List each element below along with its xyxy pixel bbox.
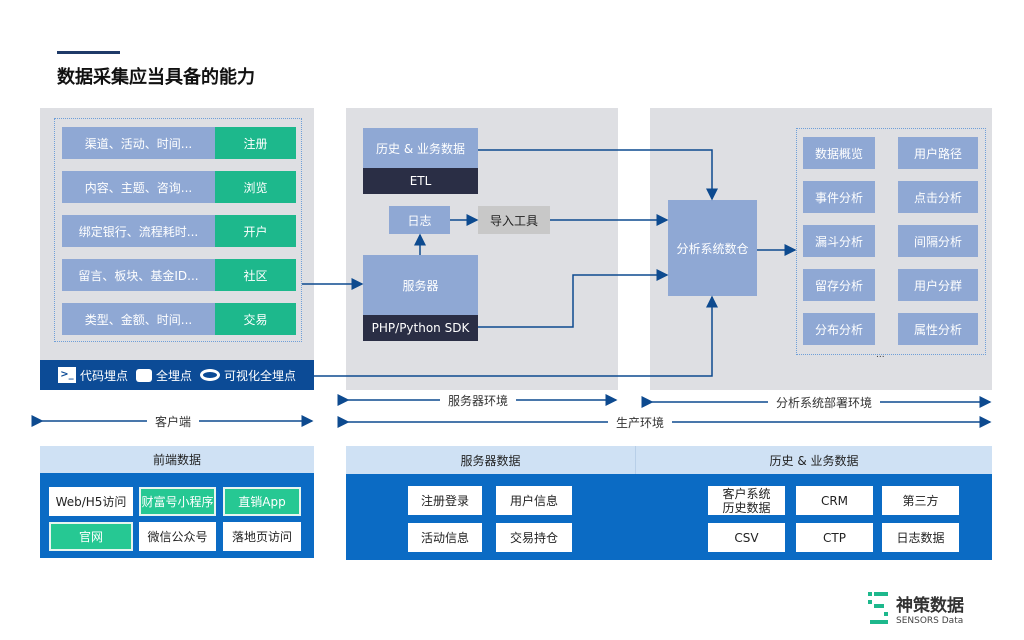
analysis-item: 间隔分析 bbox=[898, 225, 978, 257]
event-tag: 交易 bbox=[215, 303, 296, 335]
tracking-bar: >_ 代码埋点 全埋点 可视化全埋点 bbox=[40, 360, 314, 390]
analysis-item: 用户分群 bbox=[898, 269, 978, 301]
frontend-data-item: 直销App bbox=[223, 487, 301, 516]
server-data-item: 活动信息 bbox=[408, 523, 482, 552]
server-env-label: 服务器环境 bbox=[440, 392, 517, 409]
production-env-label: 生产环境 bbox=[608, 414, 673, 431]
server-data-item: 注册登录 bbox=[408, 486, 482, 515]
analysis-dotted-box bbox=[796, 128, 986, 355]
analysis-item: 留存分析 bbox=[803, 269, 875, 301]
logo-mark-icon bbox=[868, 592, 888, 624]
page-title: 数据采集应当具备的能力 bbox=[57, 67, 255, 88]
frontend-data-item: 官网 bbox=[49, 522, 133, 551]
event-tag: 浏览 bbox=[215, 171, 296, 203]
analysis-item: 数据概览 bbox=[803, 137, 875, 169]
analysis-item: 事件分析 bbox=[803, 181, 875, 213]
code-tracking-label: 代码埋点 bbox=[79, 368, 128, 383]
history-data-item: 日志数据 bbox=[882, 523, 959, 552]
analysis-env-label: 分析系统部署环境 bbox=[768, 394, 881, 411]
analysis-item: 用户路径 bbox=[898, 137, 978, 169]
frontend-data-title: 前端数据 bbox=[40, 446, 314, 473]
sensors-logo: 神策数据 SENSORS Data bbox=[868, 590, 964, 626]
client-dotted-box bbox=[54, 118, 302, 342]
history-data-item: CRM bbox=[796, 486, 873, 515]
code-icon: >_ bbox=[57, 367, 76, 383]
server-data-item: 交易持仓 bbox=[496, 523, 572, 552]
event-attributes-label: 留言、板块、基金ID... bbox=[62, 259, 215, 291]
frontend-data-item: Web/H5访问 bbox=[49, 487, 133, 516]
frontend-data-item: 落地页访问 bbox=[223, 522, 301, 551]
etl-box: ETL bbox=[363, 168, 478, 194]
history-data-item: CTP bbox=[796, 523, 873, 552]
client-env-label: 客户端 bbox=[147, 413, 200, 430]
event-tag: 开户 bbox=[215, 215, 296, 247]
logo-en: SENSORS Data bbox=[896, 615, 964, 626]
eye-icon bbox=[200, 369, 220, 381]
arrow-history-to-warehouse bbox=[478, 149, 718, 201]
frontend-data-item: 微信公众号 bbox=[139, 522, 216, 551]
analysis-item: 点击分析 bbox=[898, 181, 978, 213]
history-data-item: 客户系统 历史数据 bbox=[708, 486, 785, 515]
history-data-box: 历史 & 业务数据 bbox=[363, 128, 478, 168]
history-data-item: CSV bbox=[708, 523, 785, 552]
analysis-item: 分布分析 bbox=[803, 313, 875, 345]
import-tool-box: 导入工具 bbox=[478, 206, 550, 234]
event-attributes-label: 绑定银行、流程耗时... bbox=[62, 215, 215, 247]
event-attributes-label: 类型、金额、时间... bbox=[62, 303, 215, 335]
history-data-item: 第三方 bbox=[882, 486, 959, 515]
arrow-bar-to-warehouse bbox=[314, 295, 718, 377]
server-data-item: 用户信息 bbox=[496, 486, 572, 515]
visual-tracking-label: 可视化全埋点 bbox=[224, 368, 297, 383]
arrow-sdk-to-warehouse bbox=[478, 269, 669, 328]
history-data-title: 历史 & 业务数据 bbox=[769, 453, 859, 468]
more-indicator: ... bbox=[876, 350, 885, 360]
server-box: 服务器 bbox=[363, 255, 478, 315]
logo-cn: 神策数据 bbox=[896, 595, 964, 616]
event-attributes-label: 内容、主题、咨询... bbox=[62, 171, 215, 203]
frontend-data-item: 财富号小程序 bbox=[139, 487, 216, 516]
full-tracking-label: 全埋点 bbox=[155, 368, 192, 383]
sdk-box: PHP/Python SDK bbox=[363, 315, 478, 341]
analysis-item: 属性分析 bbox=[898, 313, 978, 345]
event-tag: 社区 bbox=[215, 259, 296, 291]
chat-icon bbox=[135, 368, 152, 382]
warehouse-box: 分析系统数仓 bbox=[668, 200, 757, 296]
server-data-title: 服务器数据 bbox=[346, 446, 636, 474]
log-box: 日志 bbox=[389, 206, 450, 234]
event-attributes-label: 渠道、活动、时间... bbox=[62, 127, 215, 159]
title-rule bbox=[57, 51, 120, 54]
event-tag: 注册 bbox=[215, 127, 296, 159]
analysis-item: 漏斗分析 bbox=[803, 225, 875, 257]
